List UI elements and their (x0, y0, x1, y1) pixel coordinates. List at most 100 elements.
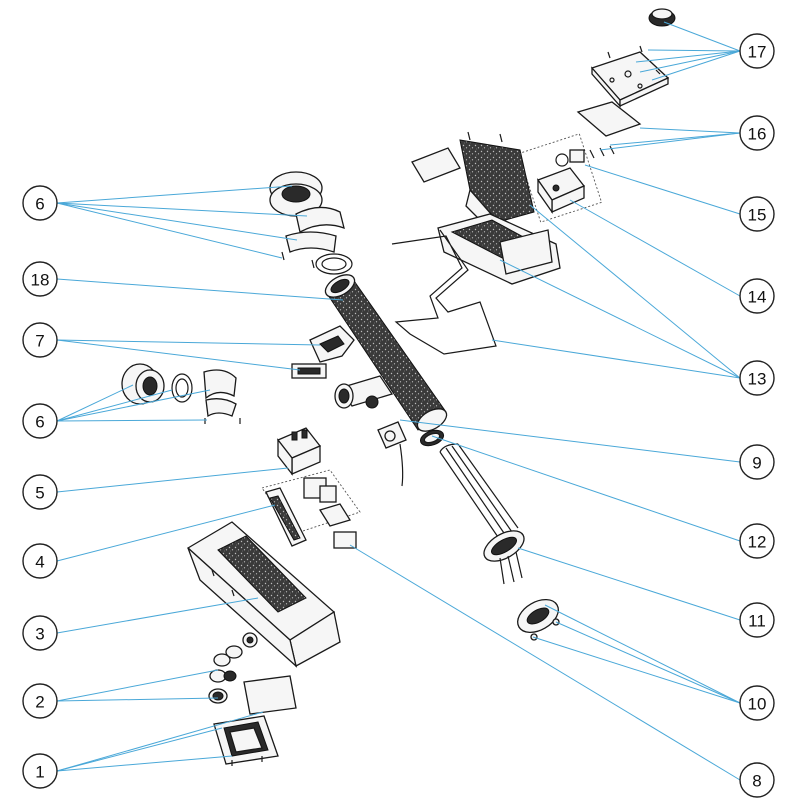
leader-line-2-1 (56, 697, 219, 702)
leader-line-7-1 (56, 339, 301, 371)
callout-circle (22, 615, 58, 651)
leader-line-6a-0 (56, 185, 293, 204)
leader-line-6b-3 (56, 419, 208, 422)
callout-label: 1 (35, 763, 44, 782)
callout-label: 8 (752, 772, 761, 791)
callout-circle (739, 523, 775, 559)
leader-line-14-0 (569, 199, 741, 297)
callout-label: 14 (748, 288, 767, 307)
leader-line-1-1 (56, 727, 223, 772)
leader-line-17-3 (639, 50, 741, 73)
part-illustrations (121, 8, 676, 766)
callout-1: 1 (22, 753, 58, 789)
part-15-14-switch-assembly (517, 133, 603, 223)
leader-line-15-0 (584, 164, 741, 215)
callout-circle (739, 196, 775, 232)
callout-circle (22, 185, 58, 221)
leader-line-10-2 (532, 636, 741, 704)
callout-7: 7 (22, 322, 58, 358)
leader-line-6a-1 (56, 202, 308, 217)
part-7-clamp (291, 325, 355, 379)
callout-circle (739, 33, 775, 69)
callout-label: 2 (35, 693, 44, 712)
leader-line-16-0 (639, 127, 741, 134)
part-9-sensor (377, 421, 407, 487)
leader-line-3-0 (56, 597, 259, 634)
leader-line-6a-3 (56, 202, 283, 259)
callout-label: 17 (748, 43, 767, 62)
part-5-terminal-block (276, 427, 322, 476)
callout-circle (739, 444, 775, 480)
callout-circle (739, 360, 775, 396)
callout-6b: 6 (22, 403, 58, 439)
callout-label: 4 (35, 553, 44, 572)
leader-line-6b-1 (56, 389, 173, 422)
callout-12: 12 (739, 523, 775, 559)
callout-3: 3 (22, 615, 58, 651)
leader-line-10-0 (544, 604, 741, 704)
leader-line-6b-2 (56, 389, 211, 422)
callout-label: 3 (35, 625, 44, 644)
leader-line-12-0 (431, 435, 741, 542)
callout-10: 10 (739, 685, 775, 721)
callout-circle (22, 403, 58, 439)
callout-18: 18 (22, 261, 58, 297)
part-11-heating-element (439, 443, 525, 585)
callout-circle (739, 762, 775, 798)
callout-circle (22, 322, 58, 358)
callout-14: 14 (739, 278, 775, 314)
leader-line-5-0 (56, 467, 289, 493)
callout-9: 9 (739, 444, 775, 480)
leader-line-17-2 (635, 50, 741, 63)
leader-line-9-0 (399, 419, 741, 463)
callout-circle (22, 683, 58, 719)
callout-label: 5 (35, 484, 44, 503)
leader-line-6b-0 (56, 384, 134, 422)
part-10-flange-nut (517, 598, 560, 641)
callout-13: 13 (739, 360, 775, 396)
callout-16: 16 (739, 115, 775, 151)
leader-line-16-2 (599, 132, 741, 151)
callout-8: 8 (739, 762, 775, 798)
callout-label: 10 (748, 695, 767, 714)
callout-circle (739, 278, 775, 314)
callout-circle (22, 474, 58, 510)
callout-4: 4 (22, 543, 58, 579)
leader-line-2-0 (56, 669, 219, 702)
callout-circle (22, 261, 58, 297)
leader-line-17-1 (647, 49, 741, 52)
callout-label: 15 (748, 206, 767, 225)
callout-15: 15 (739, 196, 775, 232)
leader-line-13-0 (529, 204, 741, 379)
callout-5: 5 (22, 474, 58, 510)
callout-label: 6 (35, 413, 44, 432)
part-6-union-upper (269, 171, 353, 275)
leader-line-17-4 (651, 50, 741, 81)
callout-label: 18 (31, 271, 50, 290)
leader-line-1-0 (56, 711, 264, 772)
leader-line-11-0 (517, 547, 741, 621)
part-17-cap-and-screws (590, 8, 676, 108)
leader-line-4-0 (56, 504, 276, 562)
callout-label: 9 (752, 454, 761, 473)
callout-label: 6 (35, 195, 44, 214)
callout-label: 7 (35, 332, 44, 351)
part-4-8-electronics (261, 469, 361, 549)
part-1-cover-plate (213, 675, 297, 766)
part-13-gasket (391, 229, 497, 355)
part-16-pad (576, 101, 642, 159)
part-18-tube-body (324, 274, 448, 432)
callout-circle (22, 753, 58, 789)
callout-label: 12 (748, 533, 767, 552)
callout-circle (739, 115, 775, 151)
leader-line-13-1 (499, 259, 741, 379)
leader-line-16-1 (609, 132, 741, 146)
leader-line-1-2 (56, 755, 233, 772)
part-13-upper-housing (411, 131, 561, 285)
part-6-union-lower (121, 363, 241, 424)
leader-line-13-2 (491, 339, 741, 379)
part-2-cable-glands (208, 645, 243, 704)
callout-circle (22, 543, 58, 579)
leader-line-6a-2 (56, 202, 298, 241)
callout-2: 2 (22, 683, 58, 719)
